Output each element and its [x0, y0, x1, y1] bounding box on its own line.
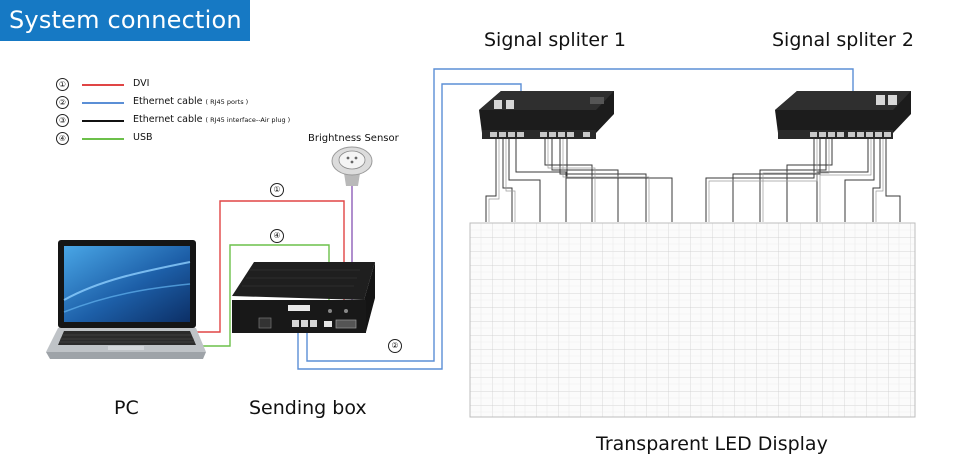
legend-number: ③: [56, 114, 69, 127]
legend-label: USB: [133, 132, 153, 143]
legend-line-black: [82, 120, 124, 122]
legend-label: Ethernet cable: [133, 96, 203, 107]
led-display-panel: [469, 222, 916, 418]
laptop-pc: [46, 240, 206, 359]
legend-note: ( RJ45 interface--Air plug ): [205, 116, 291, 124]
ethernet-cable-marker: ②: [388, 339, 402, 353]
led-display-label: Transparent LED Display: [596, 433, 828, 455]
page-title: System connection: [0, 0, 250, 41]
ethernet-cable-to-splitter2: [306, 68, 854, 362]
legend-note: ( RJ45 ports ): [205, 98, 249, 106]
legend-number: ②: [56, 96, 69, 109]
splitter2-to-display-cables: [705, 138, 901, 222]
legend-line-red: [82, 84, 124, 86]
ethernet-cable-to-splitter1: [297, 83, 522, 370]
legend-number: ④: [56, 132, 69, 145]
sending-box-label: Sending box: [249, 397, 367, 419]
splitter1-to-display-cables: [485, 138, 673, 222]
dvi-cable: [196, 200, 345, 333]
signal-splitter-1: [479, 91, 614, 139]
legend-line-blue: [82, 102, 124, 104]
legend-number: ①: [56, 78, 69, 91]
pc-label: PC: [114, 397, 139, 419]
dvi-cable-marker: ①: [270, 183, 284, 197]
legend-label: Ethernet cable: [133, 114, 203, 125]
legend-line-green: [82, 138, 124, 140]
legend-label: DVI: [133, 78, 150, 89]
signal-splitter-2: [775, 91, 911, 139]
splitter2-label: Signal spliter 2: [772, 29, 914, 51]
usb-cable-marker: ④: [270, 229, 284, 243]
brightness-sensor-label: Brightness Sensor: [308, 133, 399, 144]
sending-box: [232, 262, 375, 333]
brightness-sensor: [331, 146, 373, 186]
splitter1-label: Signal spliter 1: [484, 29, 626, 51]
